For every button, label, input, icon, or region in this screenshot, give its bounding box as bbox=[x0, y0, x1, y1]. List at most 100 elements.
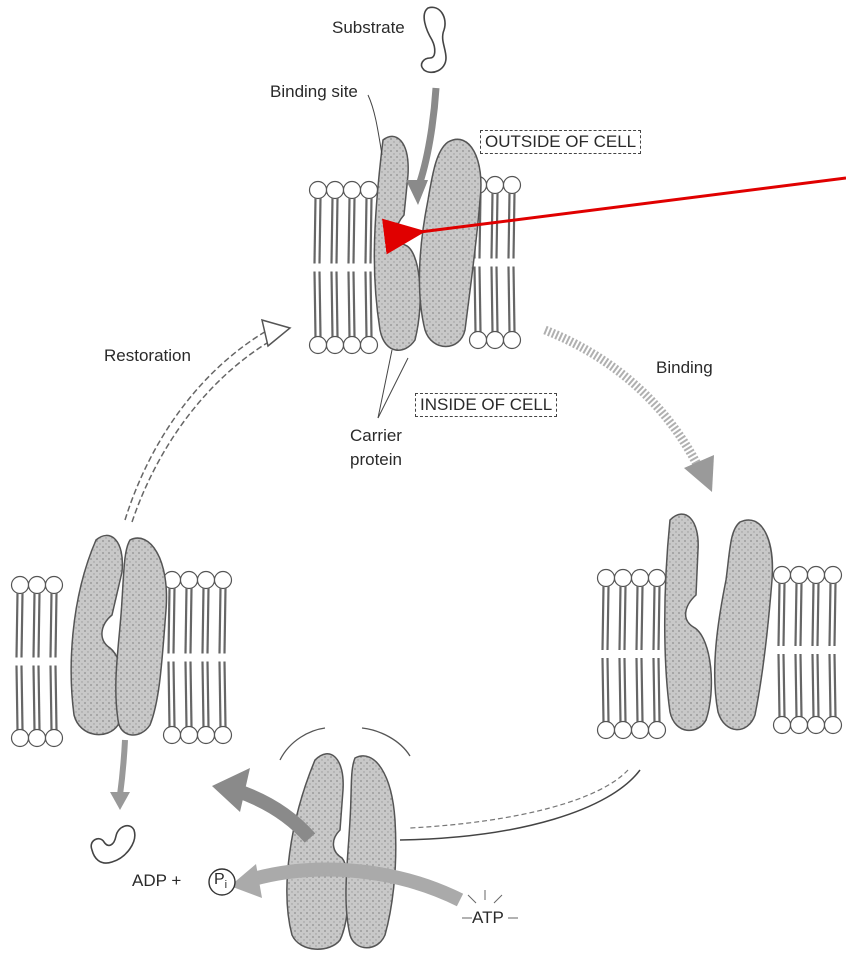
lipid-tail bbox=[315, 198, 316, 264]
carrier-protein-label: Carrier protein bbox=[345, 424, 407, 472]
lipid-tail bbox=[337, 272, 338, 338]
substrate-label: Substrate bbox=[332, 18, 405, 38]
carrier-protein-top bbox=[374, 136, 481, 350]
lipid-tail bbox=[492, 193, 493, 259]
lipid-head bbox=[46, 577, 63, 594]
lipid-tail bbox=[801, 583, 802, 646]
lipid-tail bbox=[186, 588, 187, 654]
lipid-tail bbox=[659, 658, 660, 722]
lipid-head bbox=[774, 717, 791, 734]
lipid-head bbox=[361, 182, 378, 199]
carrier-protein-label-line2: protein bbox=[345, 448, 407, 472]
lipid-head bbox=[12, 730, 29, 747]
restoration-arrow-inner bbox=[132, 340, 272, 522]
lipid-head bbox=[327, 182, 344, 199]
carrier-protein-leader-1 bbox=[378, 350, 392, 418]
lipid-tail bbox=[642, 658, 643, 722]
lipid-tail bbox=[22, 666, 23, 731]
lipid-tail bbox=[337, 198, 338, 264]
lipid-tail bbox=[169, 588, 170, 654]
lipid-tail bbox=[366, 272, 367, 338]
lipid-tail bbox=[174, 588, 175, 654]
lipid-head bbox=[825, 717, 842, 734]
lipid-head bbox=[649, 722, 666, 739]
lipid-head bbox=[344, 182, 361, 199]
lipid-head bbox=[215, 572, 232, 589]
lipid-head bbox=[29, 730, 46, 747]
lower-right-arc-inner bbox=[410, 770, 628, 828]
lipid-tail bbox=[835, 654, 836, 717]
pi-label: Pi bbox=[214, 871, 227, 891]
lipid-tail bbox=[349, 272, 350, 338]
lipid-tail bbox=[654, 658, 655, 722]
lipid-tail bbox=[642, 586, 643, 650]
lipid-head bbox=[504, 177, 521, 194]
lipid-tail bbox=[818, 654, 819, 717]
lipid-tail bbox=[509, 267, 510, 333]
binding-site-leader bbox=[368, 95, 382, 155]
lipid-tail bbox=[39, 666, 40, 731]
lipid-tail bbox=[779, 583, 780, 646]
substrate-shape-top bbox=[422, 7, 446, 72]
lipid-head bbox=[310, 337, 327, 354]
lipid-tail bbox=[830, 654, 831, 717]
lipid-head bbox=[181, 727, 198, 744]
lipid-head bbox=[598, 570, 615, 587]
lipid-tail bbox=[366, 198, 367, 264]
lipid-tail bbox=[497, 193, 498, 259]
lower-right-arc bbox=[400, 770, 640, 840]
rotation-arrow-left bbox=[280, 728, 325, 760]
lipid-tail bbox=[51, 593, 52, 658]
lipid-tail bbox=[354, 272, 355, 338]
lipid-tail bbox=[818, 583, 819, 646]
cycle-arrows bbox=[110, 320, 714, 900]
lipid-tail bbox=[608, 658, 609, 722]
lipid-tail bbox=[603, 658, 604, 722]
substrate-entry-arrowhead bbox=[406, 180, 428, 205]
lipid-head bbox=[791, 717, 808, 734]
lipid-tail bbox=[784, 654, 785, 717]
lipid-head bbox=[215, 727, 232, 744]
lipid-tail bbox=[203, 588, 204, 654]
restoration-arrowhead bbox=[262, 320, 290, 346]
lipid-tail bbox=[813, 654, 814, 717]
lipid-head bbox=[198, 572, 215, 589]
binding-label: Binding bbox=[656, 358, 713, 378]
lipid-tail bbox=[784, 583, 785, 646]
lipid-head bbox=[46, 730, 63, 747]
lipid-tail bbox=[492, 267, 493, 333]
lipid-tail bbox=[796, 654, 797, 717]
lipid-head bbox=[791, 567, 808, 584]
lipid-tail bbox=[208, 662, 209, 728]
lipid-tail bbox=[354, 198, 355, 264]
lipid-head bbox=[808, 567, 825, 584]
lipid-head bbox=[649, 570, 666, 587]
lipid-tail bbox=[514, 193, 515, 259]
lipid-tail bbox=[169, 662, 170, 728]
lipid-head bbox=[344, 337, 361, 354]
lipid-tail bbox=[514, 267, 515, 333]
lipid-head bbox=[598, 722, 615, 739]
lipid-tail bbox=[625, 586, 626, 650]
lipid-tail bbox=[801, 654, 802, 717]
lipid-tail bbox=[17, 593, 18, 658]
lipid-tail bbox=[509, 193, 510, 259]
carrier-protein-leader-2 bbox=[378, 358, 408, 418]
carrier-protein-bottom bbox=[287, 754, 396, 949]
lipid-tail bbox=[320, 198, 321, 264]
binding-arrow bbox=[545, 330, 700, 470]
pi-subscript: i bbox=[225, 879, 227, 891]
lipid-tail bbox=[332, 198, 333, 264]
lipid-tail bbox=[186, 662, 187, 728]
lipid-head bbox=[361, 337, 378, 354]
lipid-tail bbox=[56, 666, 57, 731]
lipid-tail bbox=[608, 586, 609, 650]
lipid-tail bbox=[480, 267, 481, 333]
lipid-head bbox=[198, 727, 215, 744]
adp-pi-label: ADP + bbox=[132, 871, 181, 891]
lipid-tail bbox=[603, 586, 604, 650]
lipid-tail bbox=[625, 658, 626, 722]
lipid-tail bbox=[475, 267, 476, 333]
lipid-head bbox=[181, 572, 198, 589]
lipid-tail bbox=[332, 272, 333, 338]
